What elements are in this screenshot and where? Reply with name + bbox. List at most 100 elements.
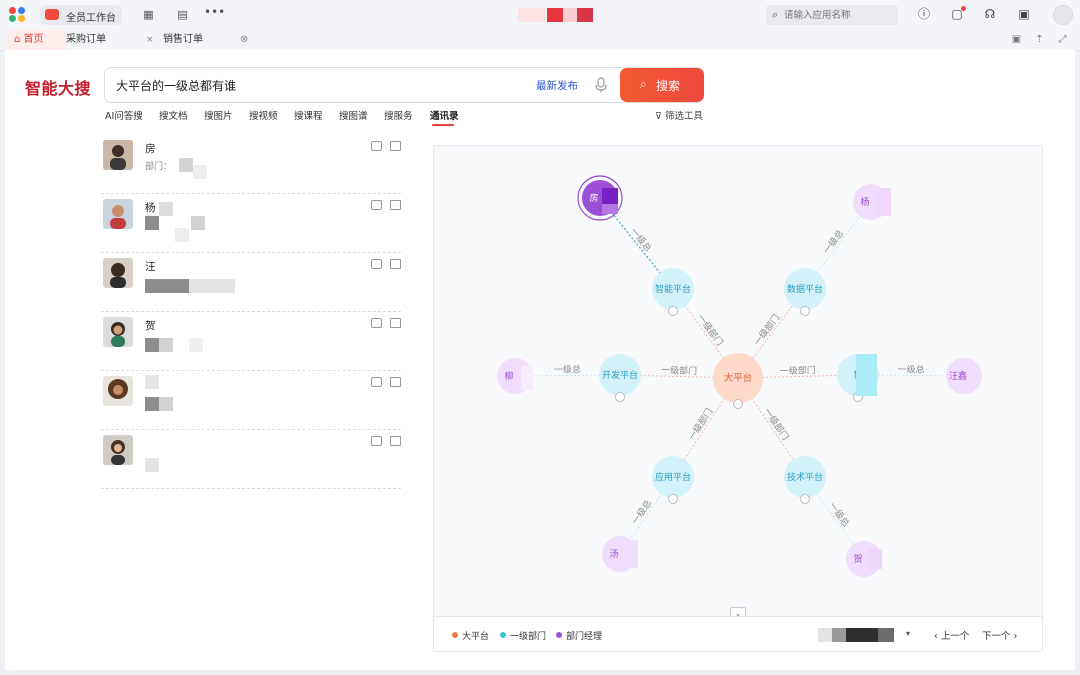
tab-contacts[interactable]: 通讯录: [430, 111, 459, 122]
latest-release-link[interactable]: 最新发布: [536, 80, 578, 92]
message-icon[interactable]: [371, 259, 382, 269]
node-collapse-icon[interactable]: [733, 399, 743, 409]
message-icon[interactable]: [371, 436, 382, 446]
search-button[interactable]: ⌕ 搜索: [620, 68, 704, 102]
tab-images[interactable]: 搜图片: [204, 111, 233, 122]
manager-node[interactable]: [946, 358, 982, 394]
tab-graph[interactable]: 搜图谱: [339, 111, 368, 122]
tab-home[interactable]: ⌂ 首页: [8, 30, 66, 50]
dropdown-caret-icon[interactable]: ▾: [906, 629, 911, 638]
edge-label-dept: 一级部门: [761, 406, 791, 443]
mail-icon[interactable]: [390, 259, 401, 269]
tab-sales-order[interactable]: 销售订单: [163, 30, 203, 50]
edge-label-dept: 一级部门: [686, 406, 716, 443]
manager-node-selected-ring: [577, 175, 623, 221]
legend-label: 一级部门: [510, 632, 547, 642]
person-row[interactable]: 贺: [101, 312, 401, 371]
manager-node-label: 杨: [860, 196, 869, 208]
redacted-block: [145, 458, 159, 472]
person-name: 汪: [145, 261, 156, 273]
redacted-block: [193, 165, 207, 179]
department-node-label: 应用平台: [655, 471, 691, 483]
next-button[interactable]: 下一个 ›: [982, 631, 1018, 642]
inbox-icon[interactable]: ▤: [177, 8, 188, 21]
person-avatar: [103, 258, 133, 288]
relationship-graph[interactable]: 一级部门一级总一级部门一级总一级部门一级总一级部门一级总一级部门一级总一级部门一…: [433, 145, 1043, 652]
redacted-block: [175, 228, 189, 242]
close-circle-icon[interactable]: ⊗: [240, 34, 249, 45]
workspace-switcher[interactable]: 全员工作台: [40, 5, 122, 25]
message-icon[interactable]: [371, 377, 382, 387]
redacted-block: [547, 8, 563, 22]
message-icon[interactable]: [371, 318, 382, 328]
node-collapse-icon[interactable]: [668, 306, 678, 316]
tab-ai-qa[interactable]: AI问答搜: [105, 111, 143, 122]
center-node[interactable]: [713, 353, 763, 403]
tab-videos[interactable]: 搜视频: [249, 111, 278, 122]
node-collapse-icon[interactable]: [615, 392, 625, 402]
help-icon[interactable]: ⓘ: [917, 7, 930, 21]
edge-label-manager: 一级总: [827, 500, 853, 529]
person-avatar: [103, 376, 133, 406]
person-row[interactable]: 房 部门：: [101, 135, 401, 194]
tab-courses[interactable]: 搜课程: [294, 111, 323, 122]
calendar-icon[interactable]: ▣: [1018, 7, 1030, 21]
redacted-block: [159, 338, 173, 352]
mail-icon[interactable]: [390, 318, 401, 328]
tab-purchase-order[interactable]: 采购订单: [66, 30, 106, 50]
prev-button[interactable]: ‹ 上一个: [934, 631, 970, 642]
node-collapse-icon[interactable]: [800, 494, 810, 504]
redacted-block: [563, 8, 577, 22]
app-search-input[interactable]: [784, 7, 892, 23]
redacted-block: [189, 338, 203, 352]
redacted-block: [179, 158, 193, 172]
department-node-label: 智能平台: [655, 283, 691, 295]
user-avatar[interactable]: [1053, 5, 1073, 25]
legend-item: 大平台: [452, 629, 489, 642]
mail-icon[interactable]: [390, 200, 401, 210]
brand-title: 智能大搜: [25, 79, 92, 98]
filter-icon: ⊽: [655, 111, 662, 122]
center-node-label: 大平台: [724, 372, 753, 384]
node-collapse-icon[interactable]: [668, 494, 678, 504]
filter-tools[interactable]: ⊽ 筛选工具: [655, 108, 703, 122]
redacted-block: [846, 628, 878, 642]
upload-icon[interactable]: ⇡: [1035, 34, 1044, 45]
message-icon[interactable]: [371, 200, 382, 210]
headset-icon[interactable]: ☊: [984, 7, 996, 21]
message-icon[interactable]: [371, 141, 382, 151]
person-row[interactable]: [101, 371, 401, 430]
tab-docs[interactable]: 搜文档: [159, 111, 188, 122]
redacted-block: [875, 188, 891, 216]
mail-icon[interactable]: [390, 141, 401, 151]
more-horizontal-icon[interactable]: •••: [204, 5, 226, 19]
expand-icon[interactable]: ⤢: [1058, 34, 1067, 45]
manager-node-label: 汤: [609, 549, 618, 560]
person-row[interactable]: 杨: [101, 194, 401, 253]
system-topbar: 全员工作台 ▦ ▤ ••• ⌕ ⓘ ▢ ☊ ▣: [0, 0, 1080, 30]
department-node[interactable]: [652, 456, 694, 498]
tab-services[interactable]: 搜服务: [384, 111, 413, 122]
query-input[interactable]: [116, 76, 516, 94]
grid-icon[interactable]: ▦: [143, 8, 154, 21]
app-search-box[interactable]: ⌕: [766, 5, 898, 25]
redacted-block: [602, 188, 618, 204]
filter-label: 筛选工具: [665, 111, 704, 122]
search-icon: ⌕: [640, 77, 647, 91]
window-icon[interactable]: ▣: [1011, 34, 1022, 45]
department-node[interactable]: [784, 268, 826, 310]
node-collapse-icon[interactable]: [800, 306, 810, 316]
query-box[interactable]: 最新发布 ⌕ 搜索: [104, 67, 704, 103]
person-row[interactable]: [101, 430, 401, 489]
department-node[interactable]: [599, 354, 641, 396]
mail-icon[interactable]: [390, 436, 401, 446]
microphone-icon[interactable]: [594, 77, 608, 93]
close-icon[interactable]: ×: [146, 35, 154, 45]
mail-icon[interactable]: [390, 377, 401, 387]
person-row[interactable]: 汪: [101, 253, 401, 312]
department-node[interactable]: [652, 268, 694, 310]
app-logo-icon[interactable]: [9, 7, 26, 23]
notification-icon[interactable]: ▢: [951, 7, 963, 21]
graph-canvas[interactable]: 一级部门一级总一级部门一级总一级部门一级总一级部门一级总一级部门一级总一级部门一…: [434, 146, 1042, 616]
department-node[interactable]: [784, 456, 826, 498]
